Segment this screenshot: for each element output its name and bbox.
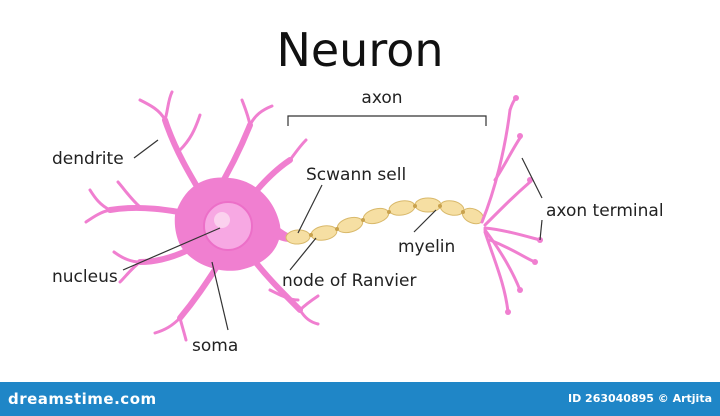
label-axon-terminal: axon terminal [546,201,664,221]
label-axon: axon [361,88,402,108]
diagram-title: Neuron [276,23,443,77]
label-scwann-sell: Scwann sell [306,165,406,185]
label-pointers [122,139,543,331]
footer-brand[interactable]: dreamstime.com [8,390,157,408]
footer-stock-id: ID 263040895 © Artjita [567,392,712,405]
axon-terminal [480,96,542,314]
terminal-buttons [505,95,543,315]
footer-bar: dreamstime.com ID 263040895 © Artjita [0,382,720,416]
label-myelin: myelin [398,237,455,257]
label-dendrite: dendrite [52,149,124,169]
axon-bracket [287,115,487,126]
myelin-sheath [285,197,485,245]
nucleus [203,201,253,251]
label-node-of-ranvier: node of Ranvier [282,271,416,291]
label-soma: soma [192,336,238,356]
axon-hillock [272,222,290,242]
nodes-of-ranvier [309,204,465,237]
label-nucleus: nucleus [52,267,118,287]
